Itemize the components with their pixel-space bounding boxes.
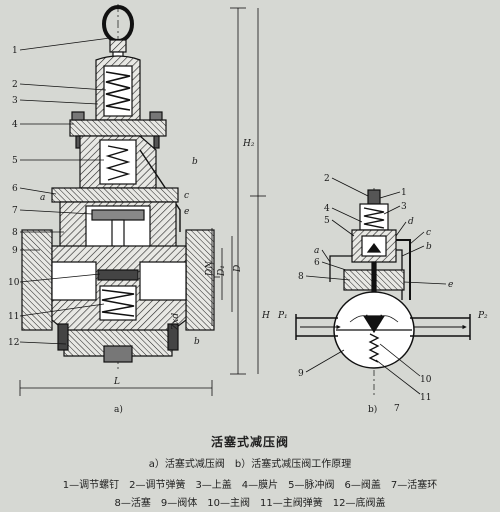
label-a-10: 10: [8, 278, 20, 288]
dim-l: L: [113, 377, 120, 387]
label-a-5: 5: [12, 156, 18, 166]
dim-d1: D₁: [217, 265, 227, 277]
label-a-4: 4: [12, 120, 18, 130]
dim-d: D: [233, 265, 243, 273]
diagram-b-labels: 1 2 3 4 5 6 7 8 9 10 11 a b c d e P₁ P₂ …: [277, 174, 488, 415]
pressure-p1: P₁: [277, 311, 288, 321]
label-b-7: 7: [394, 404, 400, 414]
label-b-1: 1: [401, 188, 407, 198]
label-b-8: 8: [298, 272, 304, 282]
letter-a-c: c: [184, 191, 189, 201]
dim-dn: DN: [205, 260, 215, 277]
label-a-3: 3: [12, 96, 18, 106]
letter-b-a: a: [314, 246, 319, 256]
letter-b-e: e: [448, 280, 453, 290]
diagram-b-working-principle: [295, 177, 471, 396]
label-a-1: 1: [12, 46, 18, 56]
diagram-a-labels: 1 2 3 4 5 6 7 8 9 10 11 12 a b c e H₂ H …: [8, 46, 270, 415]
legend-line-1: 1—调节螺钉 2—调节弹簧 3—上盖 4—膜片 5—脉冲阀 6—阀盖 7—活塞环: [62, 480, 438, 491]
dim-b: b: [194, 337, 200, 347]
dim-h2: H₂: [242, 139, 255, 149]
pressure-p2: P₂: [477, 311, 488, 321]
label-b-4: 4: [324, 204, 330, 214]
letter-b-c: c: [426, 228, 431, 238]
label-a-9: 9: [12, 246, 18, 256]
label-b-9: 9: [298, 369, 304, 379]
letter-b-d: d: [408, 217, 414, 227]
label-a-6: 6: [12, 184, 18, 194]
label-b-10: 10: [420, 375, 432, 385]
letter-a-b: b: [192, 157, 198, 167]
label-b-6: 6: [314, 258, 320, 268]
figure-title: 活塞式减压阀: [210, 435, 289, 449]
label-b-2: 2: [324, 174, 330, 184]
dim-zxd: Zxd: [171, 313, 181, 331]
label-a-8: 8: [12, 228, 18, 238]
label-a-2: 2: [12, 80, 18, 90]
sublabel-b: b): [368, 404, 377, 415]
label-b-3: 3: [401, 202, 407, 212]
diagram-a-piston-valve: [19, 4, 266, 396]
label-b-11: 11: [420, 393, 431, 403]
letter-a-a: a: [40, 193, 45, 203]
dim-h: H: [261, 311, 270, 321]
letter-b-b: b: [426, 242, 432, 252]
letter-a-e: e: [184, 207, 189, 217]
label-a-11: 11: [8, 312, 19, 322]
label-a-7: 7: [12, 206, 18, 216]
legend-line-2: 8—活塞 9—阀体 10—主阀 11—主阀弹簧 12—底阀盖: [114, 498, 386, 509]
label-b-5: 5: [324, 216, 330, 226]
sublabel-a: a): [114, 404, 123, 415]
figure-subtitle: a）活塞式减压阀 b）活塞式减压阀工作原理: [148, 459, 352, 470]
label-a-12: 12: [8, 338, 19, 348]
